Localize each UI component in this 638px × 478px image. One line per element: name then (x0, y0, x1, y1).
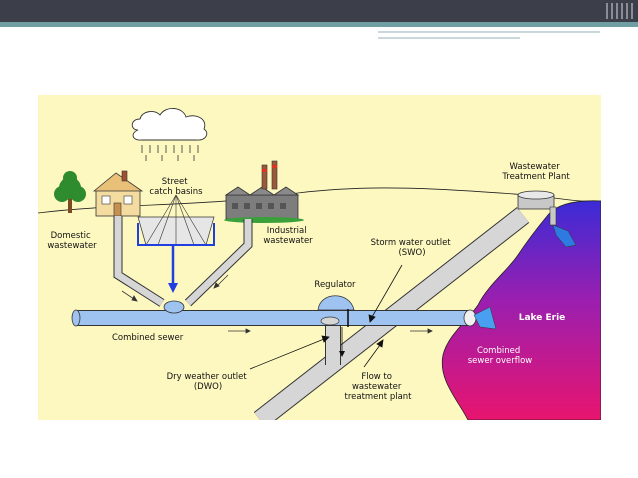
label-storm-water-outlet: Storm water outlet (SWO) (371, 238, 454, 258)
header-grip-3 (616, 3, 618, 19)
header-grip-4 (621, 3, 623, 19)
treatment-plant (517, 190, 577, 248)
rain-cloud (131, 108, 208, 161)
header-grip-1 (606, 3, 608, 19)
label-industrial-wastewater: Industrial wastewater (263, 226, 313, 246)
regulator (317, 295, 355, 357)
label-domestic-wastewater: Domestic wastewater (47, 231, 97, 251)
tree (54, 171, 86, 213)
basin-junction (163, 300, 185, 314)
label-dry-weather-outlet: Dry weather outlet (DWO) (167, 372, 250, 392)
house (92, 170, 144, 217)
header-grip-5 (626, 3, 628, 19)
lake-erie-water (441, 200, 601, 420)
label-regulator: Regulator (314, 280, 356, 290)
header-teal-bar (0, 22, 638, 27)
flow-arrows (121, 274, 433, 334)
label-combined-sewer-overflow: Combined sewer overflow (468, 346, 533, 366)
sewer-system-diagram: Street catch basins Domestic wastewater … (38, 95, 601, 420)
header-grip-6 (631, 3, 633, 19)
combined-sewer-overflow-spray (473, 306, 497, 330)
label-lake-erie: Lake Erie (519, 313, 566, 323)
label-wastewater-treatment-plant: Wastewater Treatment Plant (501, 162, 570, 182)
header-grip-2 (611, 3, 613, 19)
header-decoration (0, 0, 638, 39)
label-street-catch-basins: Street catch basins (149, 177, 203, 197)
label-combined-sewer: Combined sewer (112, 333, 184, 343)
header-dark-bar (0, 0, 638, 22)
treated-outflow (552, 224, 577, 248)
leader-lines (249, 264, 403, 370)
street-catch-basin (137, 194, 215, 293)
label-flow-to-treatment-plant: Flow to wastewater treatment plant (344, 372, 412, 402)
